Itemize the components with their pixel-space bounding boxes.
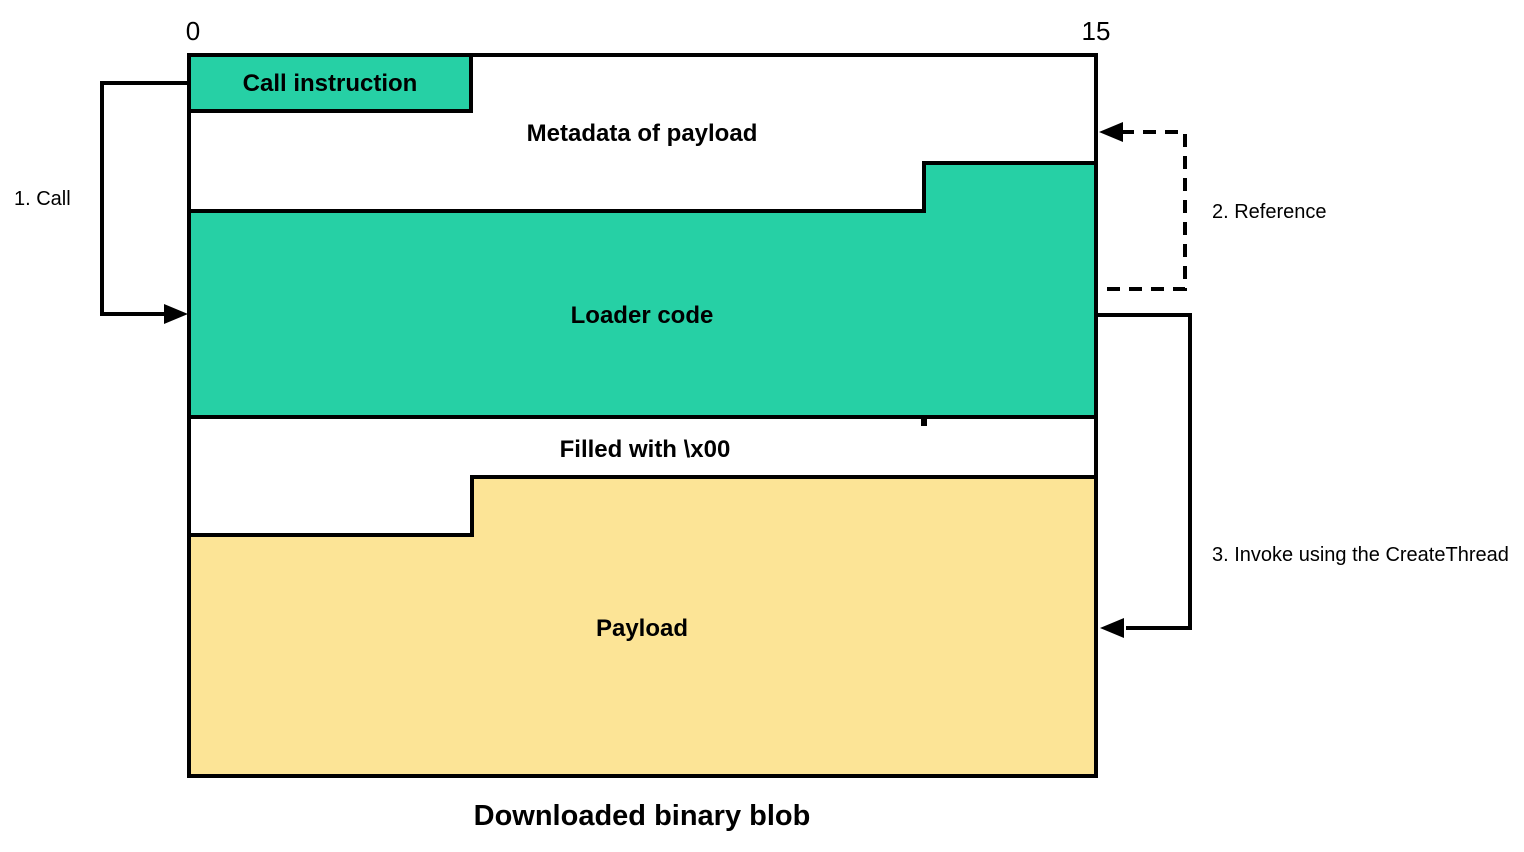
reference-arrow-label: 2. Reference [1212, 201, 1327, 223]
payload-block [187, 475, 1098, 778]
invoke-arrow-label: 3. Invoke using the CreateThread [1212, 544, 1509, 566]
loader-code-block [187, 161, 1098, 419]
call-arrow-label: 1. Call [14, 188, 71, 210]
reference-arrow [1098, 130, 1187, 291]
payload-label: Payload [596, 615, 688, 642]
call-arrowhead-icon [164, 304, 188, 324]
ruler-start-label: 0 [186, 16, 200, 46]
loader-step-tick [921, 417, 927, 426]
metadata-label: Metadata of payload [527, 120, 758, 147]
call-arrow [100, 81, 189, 316]
loader-code-label: Loader code [571, 302, 714, 329]
call-instruction-label: Call instruction [243, 70, 418, 97]
ruler-end-label: 15 [1082, 16, 1111, 46]
filler-label: Filled with \x00 [560, 436, 731, 463]
reference-arrowhead-icon [1099, 122, 1123, 142]
invoke-arrow [1097, 313, 1192, 630]
invoke-arrowhead-icon [1100, 618, 1124, 638]
diagram-caption: Downloaded binary blob [474, 800, 811, 832]
